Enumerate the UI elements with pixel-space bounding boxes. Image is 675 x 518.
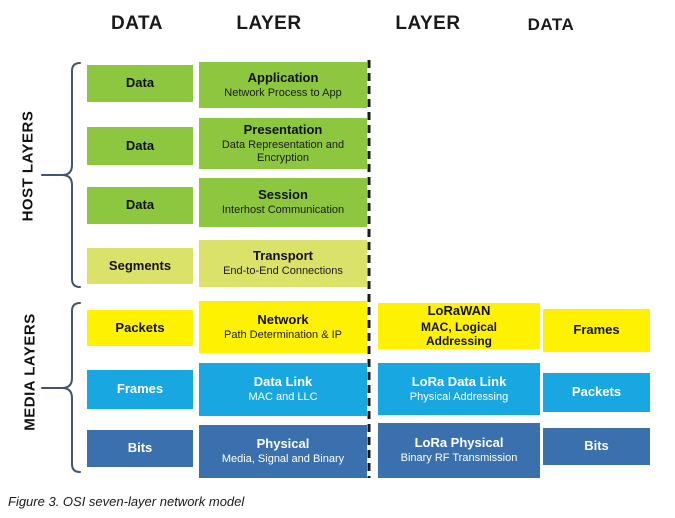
dashed-divider <box>367 60 371 478</box>
layer-title: Transport <box>253 248 313 264</box>
layer-desc: MAC and LLC <box>248 391 318 404</box>
layer-desc: Physical Addressing <box>409 390 509 403</box>
data-unit-label: Data <box>125 75 155 91</box>
host-layers-label: HOST LAYERS <box>19 110 37 222</box>
data-unit-label: Frames <box>116 381 164 397</box>
layer-desc: Network Process to App <box>224 86 342 99</box>
layer-desc: Data Representation and Encryption <box>221 138 345 164</box>
osi-layer-application: Application Network Process to App <box>199 62 367 108</box>
data-unit-label: Data <box>125 197 155 213</box>
layer-desc: End-to-End Connections <box>223 265 343 278</box>
osi-layer-datalink: Data Link MAC and LLC <box>199 363 367 416</box>
layer-desc: Interhost Communication <box>221 204 345 217</box>
layer-title: Application <box>247 69 319 85</box>
column-header-layer-left: LAYER <box>236 13 302 34</box>
media-layers-brace <box>41 302 81 473</box>
osi-data-application: Data <box>87 65 193 102</box>
layer-title: LoRa Data Link <box>411 373 507 389</box>
osi-data-transport: Segments <box>87 248 193 284</box>
layer-title: Data Link <box>253 374 313 390</box>
lora-layer-data-link: LoRa Data Link Physical Addressing <box>378 363 540 415</box>
host-layers-brace <box>41 62 81 288</box>
layer-title: Physical <box>256 436 310 452</box>
lora-data-frames: Frames <box>543 309 650 352</box>
layer-desc: Binary RF Transmission <box>400 452 518 465</box>
data-unit-label: Packets <box>115 319 165 335</box>
lora-layer-lorawan: LoRaWAN MAC, Logical Addressing <box>378 303 540 349</box>
osi-data-network: Packets <box>87 310 193 346</box>
layer-title: Session <box>258 187 308 203</box>
data-unit-label: Bits <box>127 440 153 456</box>
media-layers-label: MEDIA LAYERS <box>21 313 39 431</box>
lora-layer-physical: LoRa Physical Binary RF Transmission <box>378 423 540 478</box>
layer-title: Network <box>257 311 309 327</box>
osi-data-datalink: Frames <box>87 370 193 409</box>
layer-desc: Path Determination & IP <box>223 328 342 341</box>
osi-layer-physical: Physical Media, Signal and Binary <box>199 425 367 478</box>
data-unit-label: Bits <box>584 438 609 454</box>
column-header-data-left: DATA <box>111 13 163 34</box>
osi-layer-transport: Transport End-to-End Connections <box>199 240 367 287</box>
osi-layer-presentation: Presentation Data Representation and Enc… <box>199 118 367 169</box>
lora-data-bits: Bits <box>543 428 650 465</box>
osi-data-session: Data <box>87 187 193 224</box>
layer-desc: Media, Signal and Binary <box>221 453 345 466</box>
column-header-data-right: DATA <box>527 15 575 34</box>
layer-title: Presentation <box>243 121 323 137</box>
data-unit-label: Frames <box>573 322 620 338</box>
osi-layer-session: Session Interhost Communication <box>199 178 367 227</box>
layer-title: LoRaWAN <box>427 302 491 318</box>
layer-desc: MAC, Logical Addressing <box>420 319 497 349</box>
lora-data-packets: Packets <box>543 373 650 412</box>
layer-title: LoRa Physical <box>414 435 504 451</box>
data-unit-label: Packets <box>571 384 622 400</box>
figure-caption: Figure 3. OSI seven-layer network model <box>8 494 245 509</box>
data-unit-label: Data <box>125 137 155 153</box>
osi-data-physical: Bits <box>87 430 193 467</box>
osi-data-presentation: Data <box>87 127 193 165</box>
column-header-layer-right: LAYER <box>395 13 461 34</box>
osi-layer-network: Network Path Determination & IP <box>199 301 367 353</box>
data-unit-label: Segments <box>108 257 172 273</box>
